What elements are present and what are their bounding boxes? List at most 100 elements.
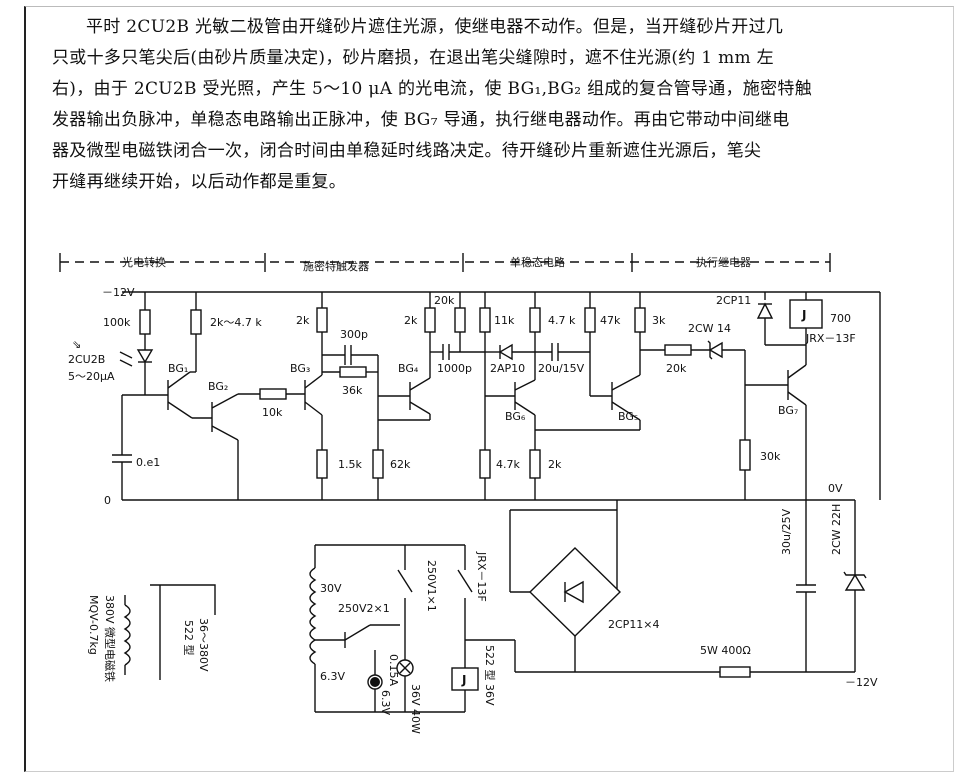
label-photo-current: 5～20μA	[68, 370, 115, 383]
resistor-2k-4k7	[190, 309, 202, 335]
section-relay-label: 执行继电器	[696, 255, 751, 269]
label-100k: 100k	[103, 316, 131, 329]
resistor-4k7-a	[529, 307, 541, 333]
label-2k-a: 2k	[296, 314, 310, 327]
label-sw-250v2: 250V2×1	[338, 602, 390, 615]
label-2cp11-top: 2CP11	[716, 294, 751, 307]
label-bg7: BG₇	[778, 404, 798, 417]
resistor-36k	[339, 366, 367, 378]
label-2cw22h: 2CW 22H	[830, 504, 843, 555]
label-20u: 20u/15V	[538, 362, 585, 375]
label-4k7-a: 4.7 k	[548, 314, 576, 327]
paragraph-line: 开缝再继续开始，以后动作都是重复。	[52, 172, 347, 192]
label-photodiode: 2CU2B	[68, 353, 105, 366]
label-bg6: BG₆	[505, 410, 526, 423]
bridge-diode-icon	[563, 580, 584, 604]
label-lamp-36v: 36V 40W	[409, 684, 422, 734]
resistor-30k	[739, 439, 751, 471]
label-sw-250v1: 250V1×1	[425, 560, 438, 612]
resistor-5w-400	[719, 666, 751, 678]
label-30k: 30k	[760, 450, 781, 463]
label-2k-b: 2k	[404, 314, 418, 327]
label-fuse: 0.15A	[387, 654, 400, 686]
relay-stage: 20k 2CW 14 BG₇ 30k 2CP11 J 700 JRX－13F	[664, 292, 856, 500]
mono-stage: 11k 4.7k 2AP10 4.7 k BG₆ 2k 20u/15V 47k	[479, 292, 666, 500]
section-photo-label: 光电转换	[122, 255, 166, 269]
label-30v: 30V	[320, 582, 342, 595]
resistor-2k-a	[316, 307, 328, 333]
resistor-20k-a	[454, 307, 466, 333]
label-relay-522: 522 型 36V	[483, 645, 497, 706]
lamp-6v3-fill	[370, 677, 380, 687]
resistor-20k-b	[664, 344, 692, 356]
paragraph-line: 平时 2CU2B 光敏二极管由开缝砂片遮住光源，使继电器不动作。但是，当开缝砂片…	[86, 17, 784, 37]
label-cap-0e1: 0.e1	[136, 456, 160, 469]
resistor-3k	[634, 307, 646, 333]
paragraph-line: 右)，由于 2CU2B 受光照，产生 5～10 μA 的光电流，使 BG₁,BG…	[52, 79, 812, 99]
label-relay-522-j: J	[461, 673, 466, 687]
label-10k: 10k	[262, 406, 283, 419]
resistor-4k7-b	[479, 449, 491, 479]
label-bg1: BG₁	[168, 362, 188, 375]
label-relay-700: 700	[830, 312, 851, 325]
resistor-2k-c	[529, 449, 541, 479]
rails: －12V 0 0V	[102, 286, 881, 507]
paragraph-line: 只或十多只笔尖后(由砂片质量决定)，砂片磨损，在退出笔尖缝隙时，遮不住光源(约 …	[52, 48, 774, 68]
label-2k-c: 2k	[548, 458, 562, 471]
rail-neg12-bottom-label: －12V	[845, 676, 878, 689]
resistor-1k5	[316, 449, 328, 479]
label-36k: 36k	[342, 384, 363, 397]
label-2cw14: 2CW 14	[688, 322, 731, 335]
electromagnet-block: MQV-0.7kg 380V 微型电磁铁 522 型 36～380V	[87, 584, 216, 682]
rail-0v-label: 0V	[828, 482, 843, 495]
resistor-62k	[372, 449, 384, 479]
light-arrow-icon: ⇘	[72, 338, 81, 351]
paragraph-line: 发器输出负脉冲，单稳态电路输出正脉冲，使 BG₇ 导通，执行继电器动作。再由它带…	[52, 110, 790, 130]
label-bg4: BG₄	[398, 362, 419, 375]
label-bg2: BG₂	[208, 380, 228, 393]
label-2ap10: 2AP10	[490, 362, 525, 375]
label-1k5: 1.5k	[338, 458, 362, 471]
label-2k-4k7: 2k～4.7 k	[210, 316, 262, 329]
label-bridge: 2CP11×4	[608, 618, 660, 631]
schmitt-stage: 2k BG₃ 1.5k 300p 36k 62k BG₄ 2k	[290, 292, 485, 500]
label-magnet-line2: 380V 微型电磁铁	[103, 595, 117, 682]
section-header: 光电转换 施密特触发器 单稳态电路 执行继电器	[59, 253, 831, 273]
rail-neg12-label: －12V	[102, 286, 135, 299]
section-mono-label: 单稳态电路	[510, 255, 565, 269]
transformer-winding	[309, 567, 317, 665]
zener-2cw22h	[844, 573, 866, 591]
label-bg5: BG₅	[618, 410, 638, 423]
magnet-coil-icon	[123, 604, 131, 666]
power-supply: 2CP11×4 5W 400Ω 30u/25V 2CW 22H －12V	[509, 500, 878, 689]
diode-2ap10	[498, 343, 513, 361]
label-1000p: 1000p	[437, 362, 472, 375]
resistor-100k	[139, 309, 151, 335]
transformer-circuit: 30V 6.3V 250V2×1 250V1×1 JRX－13F 0.15A 6…	[309, 544, 515, 734]
label-3k: 3k	[652, 314, 666, 327]
label-sw-jrx: JRX－13F	[475, 551, 488, 602]
section-schmitt-label: 施密特触发器	[303, 259, 369, 273]
label-magnet-line1: MQV-0.7kg	[87, 595, 100, 655]
label-5w-400: 5W 400Ω	[700, 644, 751, 657]
label-20k-a: 20k	[434, 294, 455, 307]
label-relay-model: JRX－13F	[805, 332, 856, 345]
label-300p: 300p	[340, 328, 368, 341]
label-relay-j: J	[801, 308, 806, 322]
label-magnet-type: 522 型	[182, 620, 196, 656]
label-6v3: 6.3V	[320, 670, 345, 683]
label-bg3: BG₃	[290, 362, 310, 375]
resistor-47k	[584, 307, 596, 333]
photo-stage: 100k 2CU2B 5～20μA ⇘ BG₁ 2k～4.7 k BG₂ 10k	[68, 292, 305, 500]
label-lamp-6v3: 6.3V	[379, 690, 392, 715]
label-4k7-b: 4.7k	[496, 458, 520, 471]
diode-2cp11-top	[756, 302, 774, 319]
photodiode-symbol	[136, 349, 154, 364]
rail-zero-label: 0	[104, 494, 111, 507]
label-11k: 11k	[494, 314, 515, 327]
zener-2cw14	[708, 341, 723, 359]
label-magnet-range: 36～380V	[197, 618, 210, 672]
paragraph-line: 器及微型电磁铁闭合一次，闭合时间由单稳延时线路决定。待开缝砂片重新遮住光源后，笔…	[52, 141, 762, 161]
resistor-11k	[479, 307, 491, 333]
